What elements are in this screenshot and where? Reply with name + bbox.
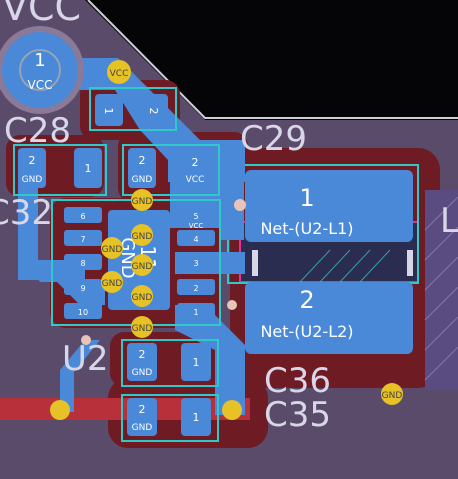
svg-text:GND: GND: [132, 262, 153, 272]
c28-pin2b: 2: [192, 156, 199, 169]
via-gnd-6[interactable]: GND: [101, 237, 123, 259]
u2-pin-10[interactable]: 10: [64, 303, 102, 319]
svg-text:GND: GND: [132, 232, 153, 242]
u2-pin-5[interactable]: 5: [177, 207, 215, 223]
via-gnd-3[interactable]: GND: [131, 254, 153, 276]
marker-1: [227, 300, 237, 310]
svg-text:GND: GND: [132, 293, 153, 303]
svg-text:2: 2: [193, 284, 198, 293]
cap-c28[interactable]: 2 GND 2 VCC: [122, 144, 220, 196]
svg-text:GND: GND: [132, 197, 153, 207]
svg-text:1: 1: [193, 308, 198, 317]
svg-text:3: 3: [193, 259, 198, 268]
via-vcc-top[interactable]: VCC: [107, 60, 131, 84]
c28-pin2: 2: [139, 154, 146, 167]
via-gnd-right[interactable]: GND: [381, 383, 403, 405]
u2-pin-1[interactable]: 1: [177, 303, 215, 319]
silk-u2: U2: [62, 339, 109, 379]
svg-text:6: 6: [80, 212, 85, 221]
u2-pin-4[interactable]: 4: [177, 230, 215, 246]
pad-l1-net: Net-(U2-L1): [260, 219, 353, 238]
silk-vcc: VCC: [2, 0, 81, 29]
cap-top[interactable]: 1 2: [89, 87, 177, 131]
pad-l1-number: 1: [299, 184, 314, 212]
c35-pin2: 2: [139, 403, 146, 416]
silk-c35: C35: [264, 395, 331, 435]
silk-c29: C29: [240, 119, 307, 159]
via-gnd-4[interactable]: GND: [131, 285, 153, 307]
red-trace: [0, 398, 250, 420]
cap-c35[interactable]: 2 GND 1: [121, 394, 219, 442]
u2-pin-9[interactable]: 9: [64, 279, 102, 295]
c28-vcc: VCC: [186, 175, 205, 185]
u2-pin-6[interactable]: 6: [64, 207, 102, 223]
pad-l2[interactable]: 2 Net-(U2-L2): [245, 282, 413, 354]
svg-text:4: 4: [193, 235, 198, 244]
pad-l2-net: Net-(U2-L2): [260, 322, 353, 341]
svg-text:GND: GND: [132, 324, 153, 334]
c36-pin1: 1: [193, 356, 200, 369]
svg-text:GND: GND: [102, 245, 123, 255]
svg-text:5: 5: [193, 212, 198, 221]
silk-l: L: [440, 201, 458, 241]
svg-text:GND: GND: [102, 279, 123, 289]
via-gnd-7[interactable]: GND: [101, 271, 123, 293]
u2-vcc-small: VCC: [189, 222, 204, 230]
cap-top-pin2: 2: [147, 108, 160, 115]
vcc-thru-pad[interactable]: 1 VCC: [0, 26, 84, 114]
zone-outline: [87, 0, 458, 119]
cap-c32[interactable]: 2 GND 1: [13, 144, 107, 196]
vcc-pad-net: VCC: [28, 78, 53, 92]
silk-c32: C32: [0, 193, 53, 233]
c36-pin2: 2: [139, 348, 146, 361]
svg-text:8: 8: [80, 259, 85, 268]
vcc-pad-number: 1: [34, 50, 45, 71]
via-gnd-2[interactable]: GND: [131, 224, 153, 246]
silk-c36: C36: [264, 361, 331, 401]
c32-gnd: GND: [22, 175, 43, 185]
hatched-region: [424, 190, 458, 390]
c32-pin1: 1: [85, 162, 92, 175]
svg-text:GND: GND: [382, 391, 403, 401]
svg-text:9: 9: [80, 284, 85, 293]
pad-l2-number: 2: [299, 286, 314, 314]
cap-c36[interactable]: 2 GND 1: [121, 339, 219, 387]
c36-gnd: GND: [132, 368, 153, 378]
marker-3: [234, 199, 246, 211]
u2-pin-3[interactable]: 3: [177, 254, 215, 270]
svg-text:VCC: VCC: [110, 69, 129, 79]
inductor-hatch: [299, 249, 391, 283]
c28-gnd: GND: [132, 175, 153, 185]
c35-pin1: 1: [193, 411, 200, 424]
svg-text:7: 7: [80, 235, 85, 244]
c32-pin2: 2: [29, 154, 36, 167]
u2-pin-8[interactable]: 8: [64, 254, 102, 270]
via-bottom-left[interactable]: [50, 400, 70, 420]
via-bottom-right[interactable]: [222, 400, 242, 420]
svg-text:10: 10: [78, 308, 88, 317]
cap-top-pin1: 1: [102, 108, 115, 115]
u2-pin-2[interactable]: 2: [177, 279, 215, 295]
u2-pin-7[interactable]: 7: [64, 230, 102, 246]
via-gnd-1[interactable]: GND: [131, 189, 153, 211]
via-gnd-5[interactable]: GND: [131, 316, 153, 338]
pad-l1[interactable]: 1 Net-(U2-L1): [245, 170, 413, 242]
c35-gnd: GND: [132, 423, 153, 433]
marker-2: [81, 335, 91, 345]
